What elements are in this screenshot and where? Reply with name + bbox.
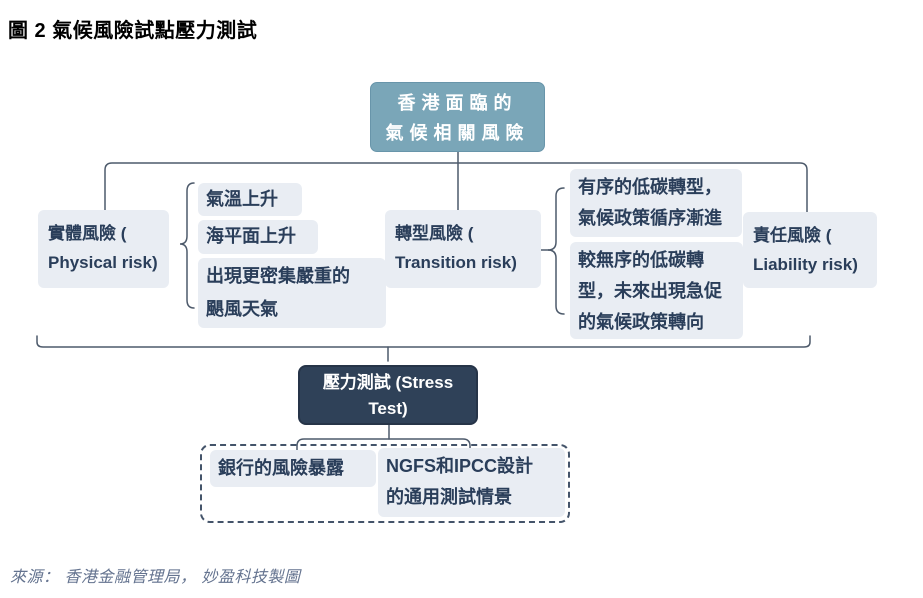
transition-scenario-disorderly: 較無序的低碳轉 型，未來出現急促 的氣候政策轉向 [570,242,743,339]
transition-scenario-orderly: 有序的低碳轉型， 氣候政策循序漸進 [570,169,742,237]
transition-brace [547,187,565,315]
physical-item-typhoon: 出現更密集嚴重的 颶風天氣 [198,258,386,328]
liability-risk-box: 責任風險 ( Liability risk) [743,212,877,288]
bank-exposure-box: 銀行的風險暴露 [210,450,376,487]
stress-test-box: 壓力測試 (Stress Test) [298,365,478,425]
root-risk-box: 香港面臨的 氣候相關風險 [370,82,545,152]
physical-item-temperature: 氣溫上升 [198,183,302,216]
ngfs-scenario-box: NGFS和IPCC設計 的通用測試情景 [378,448,565,517]
page-title: 圖 2 氣候風險試點壓力測試 [8,20,258,42]
physical-brace [179,182,195,309]
transition-risk-box: 轉型風險 ( Transition risk) [385,210,541,288]
physical-item-sea-level: 海平面上升 [198,220,318,254]
inputs-branch-line [296,438,471,453]
top-branch-line [104,162,808,213]
gather-bracket [36,335,811,348]
inputs-group-box [200,444,570,523]
physical-risk-box: 實體風險 ( Physical risk) [38,210,169,288]
source-note: 來源： 香港金融管理局， 妙盈科技製圖 [10,569,301,586]
